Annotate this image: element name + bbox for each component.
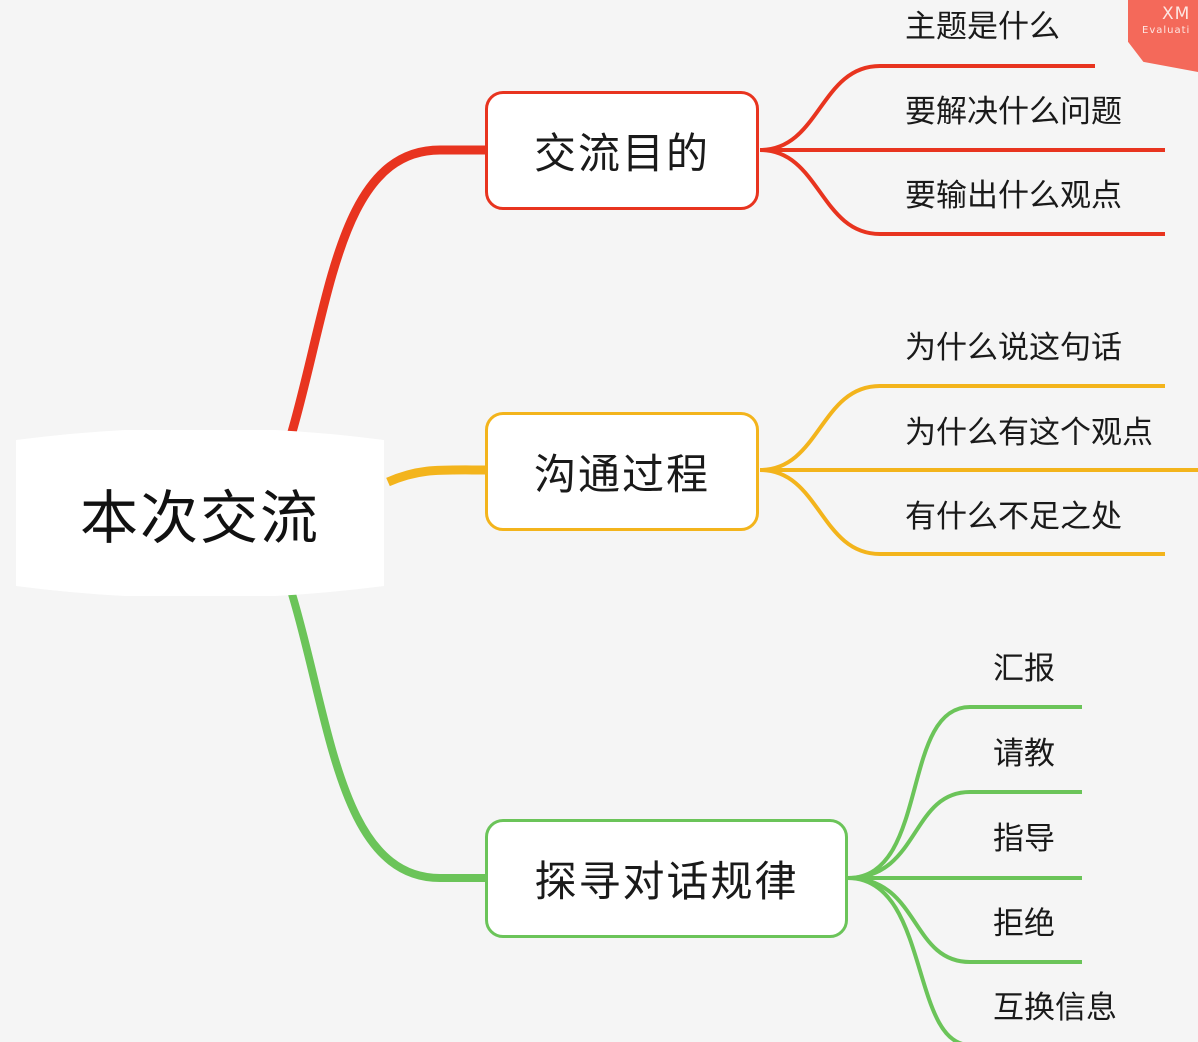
link-root-to-yellow-branch bbox=[386, 465, 489, 487]
watermark-text: XM bbox=[1162, 4, 1191, 24]
leaf-label[interactable]: 汇报 bbox=[993, 651, 1055, 687]
branch-node-communication-purpose[interactable]: 交流目的 bbox=[485, 91, 759, 210]
leaf-label[interactable]: 请教 bbox=[993, 736, 1055, 772]
root-to-branch-links bbox=[287, 145, 493, 882]
branch-label: 探寻对话规律 bbox=[534, 857, 799, 906]
link-red-leaf-3 bbox=[759, 148, 1165, 236]
link-green-leaf-2 bbox=[847, 790, 1082, 880]
branch-node-dialogue-patterns[interactable]: 探寻对话规律 bbox=[485, 819, 848, 938]
branch-to-leaf-links bbox=[759, 64, 1198, 1042]
leaf-label[interactable]: 互换信息 bbox=[993, 990, 1117, 1026]
link-root-to-red-branch bbox=[287, 145, 493, 437]
root-node-shape bbox=[16, 430, 384, 596]
leaf-label[interactable]: 主题是什么 bbox=[905, 9, 1060, 45]
link-red-leaf-1 bbox=[759, 64, 1095, 152]
link-yellow-leaf-1 bbox=[759, 384, 1165, 472]
link-yellow-leaf-3 bbox=[759, 468, 1165, 556]
watermark-logo: XM Evaluati bbox=[1128, 0, 1198, 72]
leaf-label[interactable]: 有什么不足之处 bbox=[905, 499, 1122, 535]
branch-node-communication-process[interactable]: 沟通过程 bbox=[485, 412, 759, 531]
root-node[interactable]: 本次交流 bbox=[12, 430, 388, 596]
leaf-label[interactable]: 指导 bbox=[993, 821, 1055, 857]
leaf-label[interactable]: 为什么有这个观点 bbox=[905, 415, 1153, 451]
link-green-leaf-5 bbox=[847, 876, 964, 1042]
link-root-to-green-branch bbox=[288, 592, 488, 882]
leaf-label[interactable]: 拒绝 bbox=[993, 906, 1055, 942]
leaf-label[interactable]: 要输出什么观点 bbox=[905, 178, 1122, 214]
branch-label: 交流目的 bbox=[533, 129, 710, 178]
root-label: 本次交流 bbox=[79, 484, 320, 552]
link-green-leaf-1 bbox=[847, 705, 1082, 880]
watermark-subtext: Evaluati bbox=[1142, 25, 1191, 36]
leaf-label[interactable]: 要解决什么问题 bbox=[905, 94, 1122, 130]
branch-label: 沟通过程 bbox=[533, 450, 710, 499]
leaf-label[interactable]: 为什么说这句话 bbox=[905, 330, 1122, 366]
